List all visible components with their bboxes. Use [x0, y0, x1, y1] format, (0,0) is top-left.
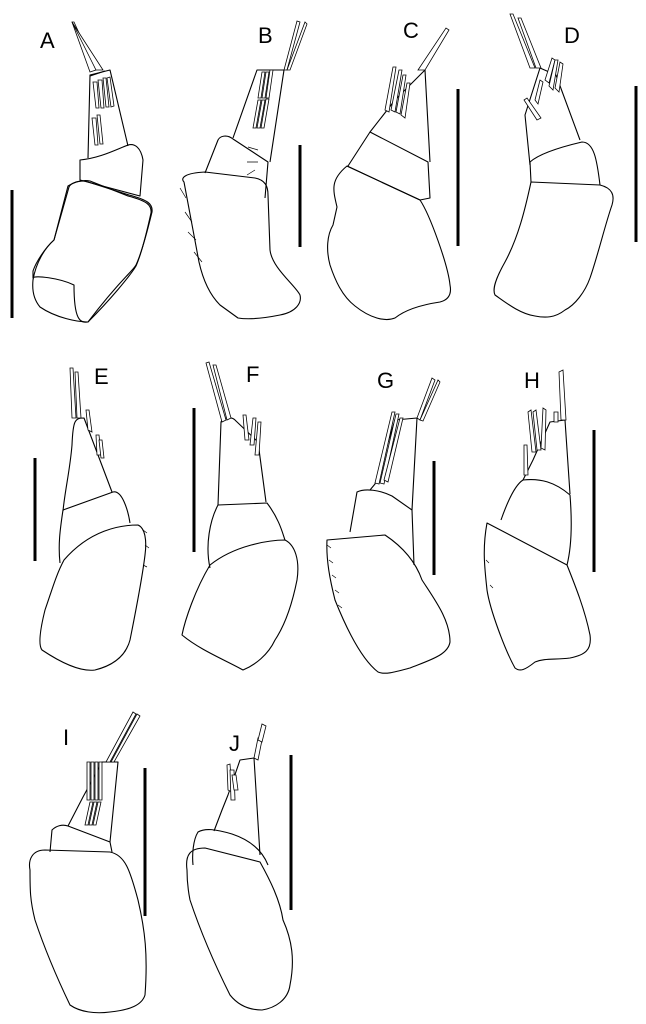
panel-label-c: C: [403, 18, 419, 43]
panel-label-i: I: [63, 725, 70, 750]
panel-label-f: F: [246, 362, 260, 387]
appendage-j-drawing: [186, 723, 293, 1011]
appendage-i-drawing: [28, 711, 147, 1014]
appendage-e-drawing: [39, 367, 150, 671]
appendage-f-drawing: [181, 361, 299, 671]
appendage-h-drawing: [483, 369, 591, 671]
panel-label-j: J: [229, 731, 240, 756]
panel-label-b: B: [258, 23, 273, 48]
appendage-b-drawing: [179, 20, 308, 320]
panel-label-a: A: [40, 28, 55, 53]
panel-label-d: D: [564, 23, 580, 48]
appendage-g-drawing: [326, 377, 451, 674]
panel-label-h: H: [524, 368, 540, 393]
panel-label-e: E: [94, 364, 109, 389]
panel-label-g: G: [377, 368, 395, 393]
appendage-c-drawing: [327, 27, 452, 321]
appendage-d-drawing: [493, 13, 614, 318]
appendage-a-drawing: [32, 21, 153, 323]
